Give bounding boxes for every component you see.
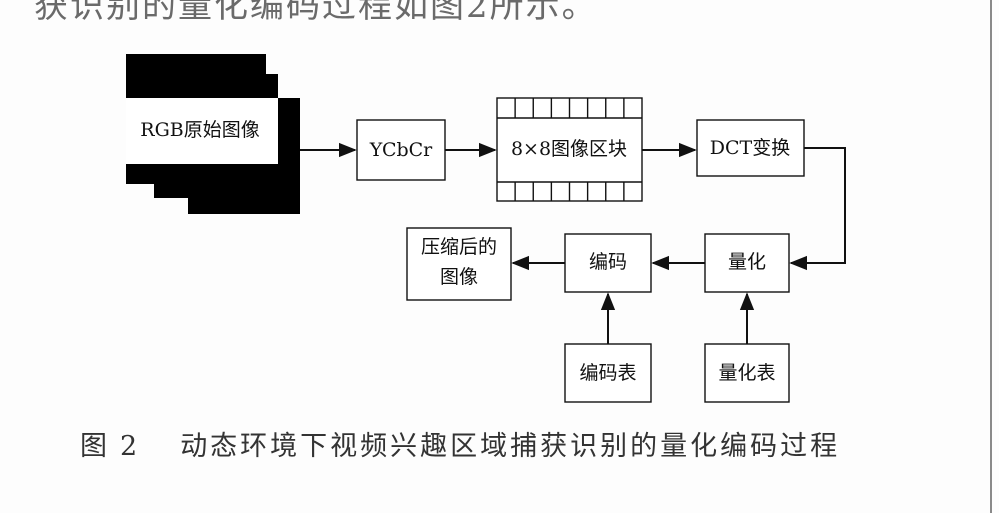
caption-text: 动态环境下视频兴趣区域捕获识别的量化编码过程	[180, 431, 841, 462]
rgb-image-stack: RGB原始图像	[126, 54, 300, 214]
encode-table-label: 编码表	[579, 362, 636, 384]
rgb-image-label: RGB原始图像	[140, 119, 259, 141]
compressed-label-line2: 图像	[440, 266, 478, 288]
encode-label: 编码	[589, 251, 627, 273]
block-box: 8×8图像区块	[496, 97, 643, 202]
encode-box: 编码	[564, 233, 652, 293]
dct-box: DCT变换	[696, 119, 805, 177]
quant-label: 量化	[728, 251, 766, 273]
block-label: 8×8图像区块	[511, 138, 627, 160]
caption-fig: 图	[80, 431, 110, 462]
quant-table-label: 量化表	[718, 362, 775, 384]
caption-number: 2	[120, 431, 141, 462]
block-grid-ticks	[514, 98, 625, 201]
compressed-label-line1: 压缩后的	[421, 236, 497, 258]
top-text: 获识别的量化编码过程如图2所示。	[34, 0, 598, 26]
dct-label: DCT变换	[710, 137, 790, 159]
compressed-image-box: 压缩后的 图像	[406, 227, 512, 301]
quant-table-box: 量化表	[704, 343, 790, 403]
ycbcr-box: YCbCr	[356, 119, 446, 181]
encode-table-box: 编码表	[564, 343, 652, 403]
arrow-dct-to-quant	[789, 147, 846, 271]
page-edge	[990, 0, 992, 513]
ycbcr-label: YCbCr	[369, 139, 433, 161]
quant-box: 量化	[704, 233, 790, 293]
